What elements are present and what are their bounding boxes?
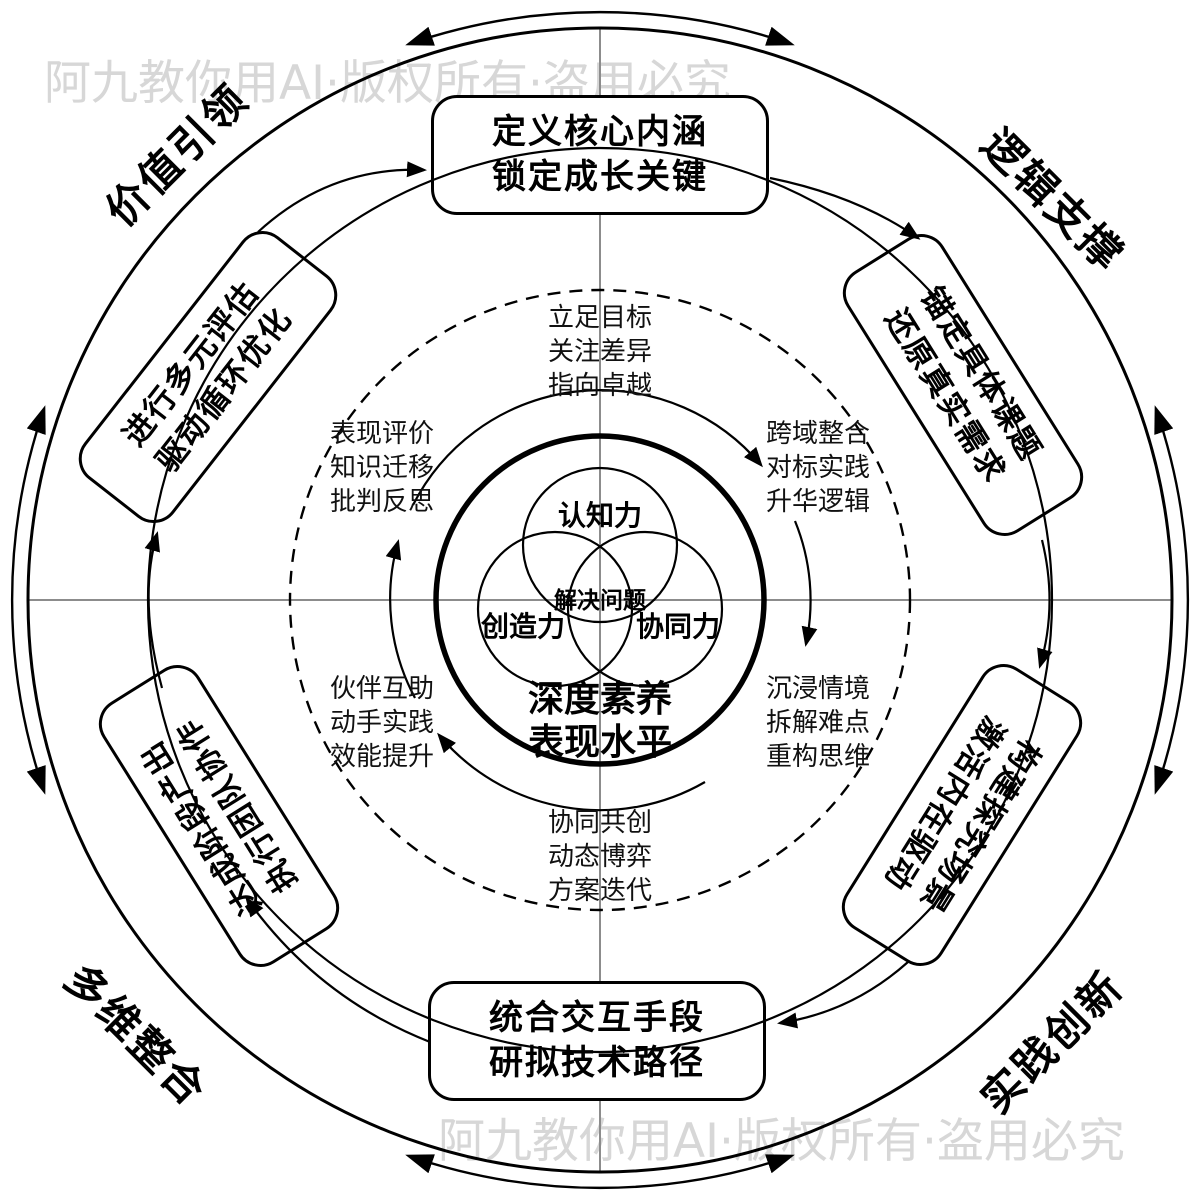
ring-text-left-top: 表现评价 知识迁移 批判反思 (330, 417, 434, 519)
stage-box-right-top: 锚定具体课题 还原真实需求 (833, 224, 1093, 546)
ring-text-left-top-line1: 表现评价 (329, 419, 435, 449)
ring-text-right-top: 跨域整合 对标实践 升华逻辑 (766, 417, 870, 519)
ring-text-bottom: 协同共创 动态博弈 方案迭代 (548, 806, 652, 908)
venn-label-problem-solving: 解决问题 (554, 588, 646, 614)
cycle-arrow-lefttop-to-top (257, 161, 427, 233)
outer-double-arrow-left (10, 405, 46, 795)
ring-text-right-bottom-line1: 沉浸情境 (765, 674, 871, 704)
ring-text-right-bottom-line2: 拆解难点 (765, 708, 871, 738)
cycle-arrow-top-to-righttop (769, 176, 921, 240)
ring-text-top-line1: 立足目标 (547, 303, 653, 333)
inner-arc-top-arrow (412, 389, 763, 506)
cycle-arrow-righttop-to-rightbottom (1037, 539, 1053, 669)
core-caption-line2: 表现水平 (527, 722, 673, 763)
ring-text-left-bottom-line1: 伙伴互助 (329, 674, 435, 704)
inner-arc-right-arrow (793, 520, 818, 647)
outer-double-arrow-right (1154, 405, 1190, 795)
stage-box-right-bottom: 构建探究场景 激活内在驱动 (832, 654, 1092, 976)
corner-label-bottom-right: 实践创新 (971, 961, 1134, 1124)
corner-label-top-right: 逻辑支撑 (971, 119, 1134, 282)
stage-box-bottom-line2: 研拟技术路径 (489, 1043, 705, 1083)
ring-text-right-top-line2: 对标实践 (765, 453, 871, 483)
ring-text-right-top-line3: 升华逻辑 (765, 487, 871, 517)
ring-text-left-top-line3: 批判反思 (329, 487, 435, 517)
stage-box-bottom-line1: 统合交互手段 (489, 998, 705, 1038)
cycle-arrow-leftbottom-to-lefttop (144, 531, 164, 689)
stage-box-left-top: 进行多元评估 驱动循环优化 (68, 220, 348, 534)
ring-text-left-top-line2: 知识迁移 (329, 453, 435, 483)
core-caption-line1: 深度素养 (527, 679, 673, 720)
stage-box-top: 定义核心内涵 锁定成长关键 (431, 95, 769, 215)
watermark-bottom: 阿九教你用AI·版权所有·盗用必究 (438, 1114, 1125, 1169)
venn-label-collaboration: 协同力 (635, 610, 721, 643)
stage-box-bottom: 统合交互手段 研拟技术路径 (428, 981, 766, 1101)
ring-text-right-top-line1: 跨域整合 (765, 419, 871, 449)
stage-box-top-line2: 锁定成长关键 (492, 157, 708, 197)
ring-text-left-bottom-line2: 动手实践 (329, 708, 435, 738)
ring-text-bottom-line3: 方案迭代 (547, 876, 653, 906)
stage-box-left-bottom: 达成阶段产出 执行团队协作 (89, 655, 349, 977)
corner-label-bottom-left: 多维整合 (54, 954, 217, 1117)
cycle-arrow-rightbottom-to-bottom (777, 961, 909, 1029)
ring-text-top-line2: 关注差异 (547, 337, 653, 367)
ring-text-bottom-line2: 动态博弈 (547, 842, 653, 872)
ring-text-top-line3: 指向卓越 (547, 371, 653, 401)
ring-text-top: 立足目标 关注差异 指向卓越 (548, 301, 652, 403)
ring-text-right-bottom-line3: 重构思维 (765, 742, 871, 772)
venn-label-cognition: 认知力 (557, 499, 643, 532)
core-caption: 深度素养 表现水平 (528, 678, 672, 764)
ring-text-left-bottom-line3: 效能提升 (329, 742, 435, 772)
outer-double-arrow-top (405, 10, 795, 46)
ring-text-left-bottom: 伙伴互助 动手实践 效能提升 (330, 672, 434, 774)
stage-box-top-line1: 定义核心内涵 (492, 112, 708, 152)
ring-text-bottom-line1: 协同共创 (547, 808, 653, 838)
ring-text-right-bottom: 沉浸情境 拆解难点 重构思维 (766, 672, 870, 774)
venn-label-creativity: 创造力 (480, 610, 566, 643)
